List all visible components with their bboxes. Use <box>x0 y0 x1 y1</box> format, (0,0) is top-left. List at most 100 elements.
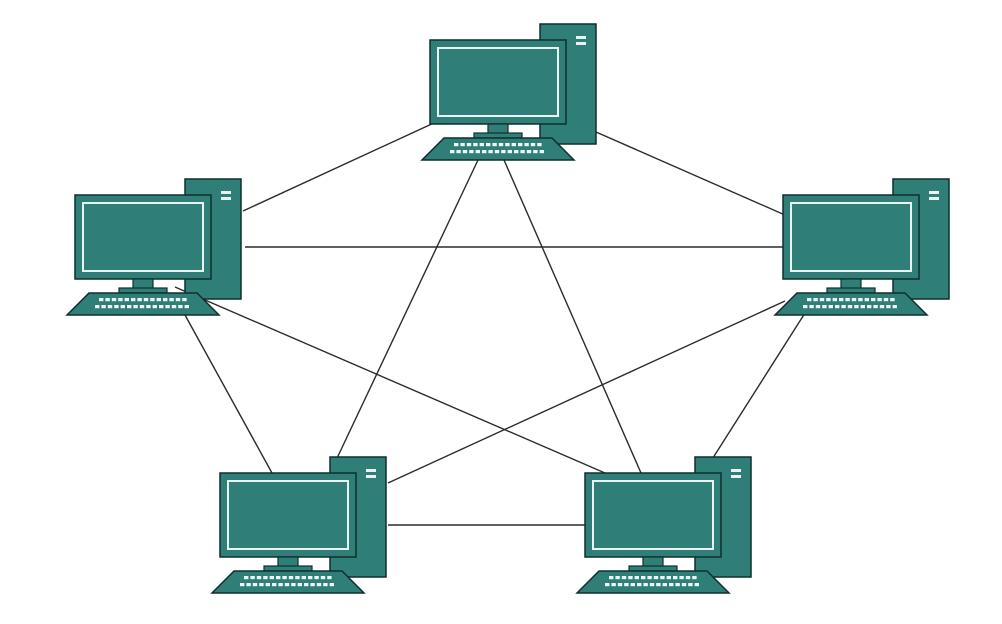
key <box>295 576 300 580</box>
key <box>883 298 889 302</box>
screen <box>437 47 559 117</box>
key <box>673 576 678 580</box>
key <box>879 305 885 309</box>
key <box>159 305 164 309</box>
key <box>501 150 506 154</box>
key <box>526 150 532 154</box>
key <box>688 583 693 587</box>
key <box>514 150 519 154</box>
key <box>454 143 459 147</box>
key <box>858 298 863 302</box>
key <box>469 150 474 154</box>
key <box>807 298 812 302</box>
key <box>105 298 110 302</box>
key <box>182 298 187 302</box>
key <box>605 583 610 587</box>
key <box>851 298 857 302</box>
key <box>120 305 125 309</box>
key <box>530 143 536 147</box>
key <box>518 143 523 147</box>
screen <box>592 480 714 550</box>
network-nodes <box>65 23 950 594</box>
key <box>643 583 648 587</box>
key <box>615 576 620 580</box>
key <box>139 305 145 309</box>
drive-bay <box>731 469 741 472</box>
key <box>482 150 487 154</box>
link-computer-right-computer-bottom-left <box>387 300 786 484</box>
key <box>146 305 151 309</box>
key <box>111 298 117 302</box>
key <box>272 583 277 587</box>
key <box>669 583 674 587</box>
key <box>288 576 294 580</box>
key <box>473 143 478 147</box>
key <box>609 576 614 580</box>
key <box>124 298 129 302</box>
key <box>107 305 113 309</box>
key <box>101 305 106 309</box>
key <box>171 305 177 309</box>
key <box>634 576 639 580</box>
key <box>475 150 480 154</box>
key <box>131 298 136 302</box>
key <box>662 583 667 587</box>
link-computer-left-computer-bottom-right <box>174 286 606 474</box>
computer-left <box>65 178 242 316</box>
keyboard <box>575 570 731 594</box>
key <box>486 143 491 147</box>
keyboard-keys <box>605 576 699 587</box>
key <box>99 298 104 302</box>
drive-bay <box>221 191 231 194</box>
key <box>263 576 268 580</box>
key <box>822 305 827 309</box>
key <box>641 576 646 580</box>
key <box>133 305 138 309</box>
key <box>828 305 833 309</box>
key <box>685 576 691 580</box>
key <box>278 583 283 587</box>
key <box>316 583 322 587</box>
key <box>276 576 281 580</box>
key <box>163 298 168 302</box>
computer-right <box>773 178 950 316</box>
key <box>259 583 264 587</box>
drive-bay <box>221 197 231 200</box>
key <box>156 298 161 302</box>
drive-bay <box>366 469 376 472</box>
key <box>178 305 183 309</box>
key <box>498 143 504 147</box>
key <box>282 576 287 580</box>
keyboard <box>420 137 576 161</box>
key <box>252 583 258 587</box>
key <box>653 576 659 580</box>
key <box>450 150 455 154</box>
drive-bay <box>366 475 376 478</box>
key <box>890 298 895 302</box>
computer-top <box>420 23 597 161</box>
keyboard <box>773 292 929 316</box>
key <box>841 305 846 309</box>
screen <box>82 202 204 272</box>
key <box>649 583 655 587</box>
key <box>329 583 334 587</box>
key <box>864 298 869 302</box>
key <box>809 305 814 309</box>
key <box>265 583 270 587</box>
key <box>137 298 142 302</box>
key <box>479 143 484 147</box>
key <box>892 305 897 309</box>
drive-bay <box>731 475 741 478</box>
key <box>297 583 302 587</box>
key <box>314 576 319 580</box>
network-links <box>174 121 806 526</box>
key <box>175 298 181 302</box>
key <box>308 576 313 580</box>
key <box>462 150 468 154</box>
key <box>310 583 315 587</box>
key <box>250 576 255 580</box>
key <box>520 150 525 154</box>
key <box>537 143 542 147</box>
key <box>169 298 174 302</box>
